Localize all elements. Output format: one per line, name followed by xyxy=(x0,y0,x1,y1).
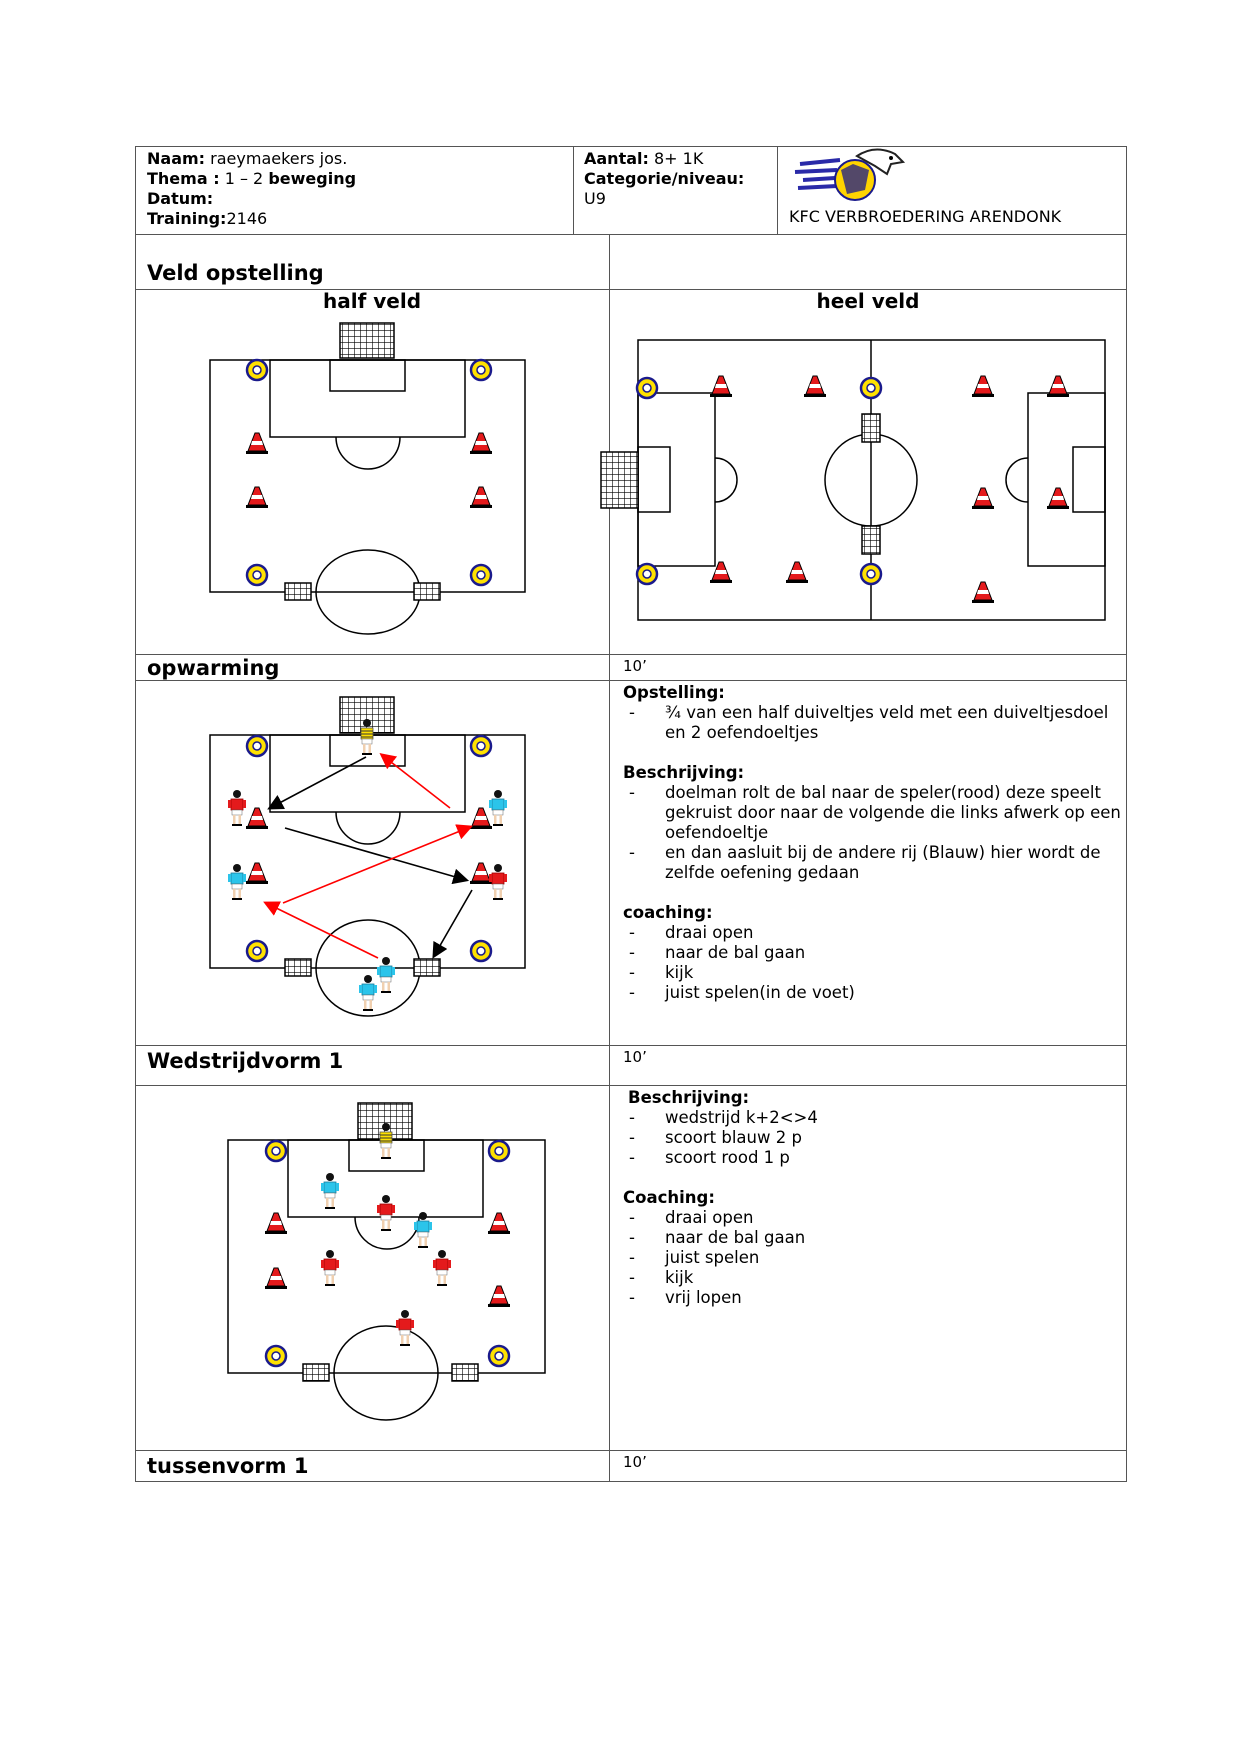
aantal-value: 8+ 1K xyxy=(654,149,704,168)
opwarming-time: 10’ xyxy=(623,657,647,675)
section-wedstrijdvorm: Wedstrijdvorm 1 xyxy=(147,1049,344,1073)
list-item: wedstrijd k+2<>4 xyxy=(623,1108,1123,1128)
list-item: doelman rolt de bal naar de speler(rood)… xyxy=(623,783,1123,843)
list-item: ¾ van een half duiveltjes veld met een d… xyxy=(623,703,1123,743)
opstelling-heading: Opstelling: xyxy=(623,683,725,702)
section-veld-opstelling: Veld opstelling xyxy=(147,261,324,285)
wedstrijdvorm-time: 10’ xyxy=(623,1048,647,1066)
list-item: kijk xyxy=(623,963,1123,983)
list-item: vrij lopen xyxy=(623,1288,1123,1308)
list-item: kijk xyxy=(623,1268,1123,1288)
list-item: draai open xyxy=(623,923,1123,943)
list-item: naar de bal gaan xyxy=(623,1228,1123,1248)
header-left: Naam: raeymaekers jos. Thema : 1 – 2 bew… xyxy=(147,149,567,229)
list-item: juist spelen(in de voet) xyxy=(623,983,1123,1003)
wedstrijdvorm-text: Beschrijving: wedstrijd k+2<>4 scoort bl… xyxy=(623,1088,1123,1308)
beschrijving-heading: Beschrijving: xyxy=(623,763,745,782)
categorie-label: Categorie/niveau: xyxy=(584,169,745,188)
club-logo-icon xyxy=(794,148,906,201)
list-item: juist spelen xyxy=(623,1248,1123,1268)
thema-label: Thema : xyxy=(147,169,220,188)
list-item: en dan aasluit bij de andere rij (Blauw)… xyxy=(623,843,1123,883)
naam-label: Naam: xyxy=(147,149,206,168)
categorie-value: U9 xyxy=(584,189,606,208)
tussenvorm-time: 10’ xyxy=(623,1453,647,1471)
list-item: naar de bal gaan xyxy=(623,943,1123,963)
coaching-heading: coaching: xyxy=(623,903,713,922)
half-veld-title: half veld xyxy=(322,289,422,313)
training-value: 2146 xyxy=(226,209,268,228)
thema-bold: beweging xyxy=(268,169,357,188)
list-item: draai open xyxy=(623,1208,1123,1228)
opwarming-text: Opstelling: ¾ van een half duiveltjes ve… xyxy=(623,683,1123,1003)
list-item: scoort blauw 2 p xyxy=(623,1128,1123,1148)
thema-value: 1 – 2 xyxy=(224,169,264,188)
coaching-heading: Coaching: xyxy=(623,1188,715,1207)
naam-value: raeymaekers jos. xyxy=(210,149,348,168)
aantal-label: Aantal: xyxy=(584,149,649,168)
training-label: Training: xyxy=(147,209,227,228)
header-middle: Aantal: 8+ 1K Categorie/niveau: U9 xyxy=(584,149,774,209)
section-opwarming: opwarming xyxy=(147,656,280,680)
club-name: KFC VERBROEDERING ARENDONK xyxy=(789,207,1062,226)
datum-label: Datum: xyxy=(147,189,214,208)
heel-veld-title: heel veld xyxy=(816,289,920,313)
beschrijving-heading: Beschrijving: xyxy=(628,1088,750,1107)
section-tussenvorm: tussenvorm 1 xyxy=(147,1454,309,1478)
list-item: scoort rood 1 p xyxy=(623,1148,1123,1168)
